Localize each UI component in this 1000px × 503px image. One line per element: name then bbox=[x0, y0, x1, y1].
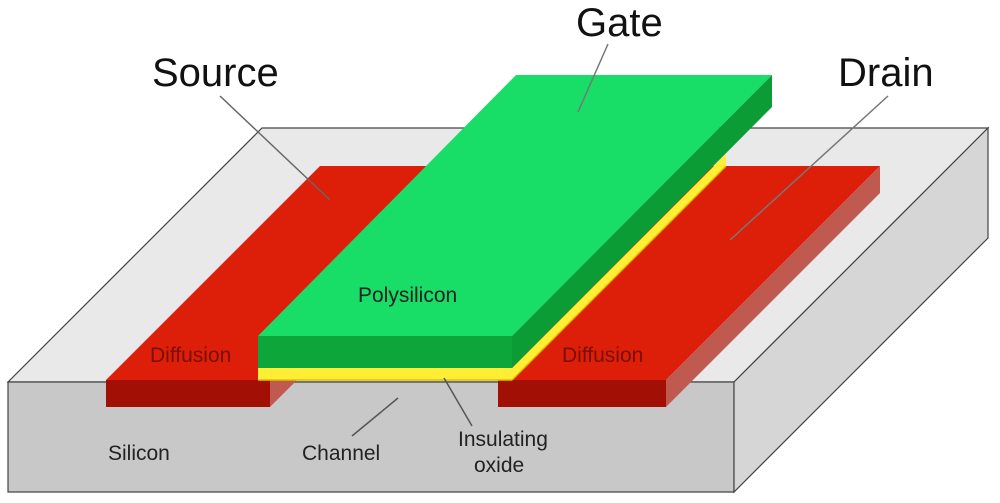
drain-diffusion-front bbox=[498, 380, 666, 407]
drain-diffusion-label: Diffusion bbox=[562, 344, 643, 367]
silicon-label: Silicon bbox=[108, 442, 170, 465]
polysilicon-label: Polysilicon bbox=[358, 284, 457, 307]
oxide-front bbox=[258, 368, 512, 380]
source-leader-line bbox=[219, 95, 331, 201]
insulating-oxide-label-line2: oxide bbox=[474, 454, 524, 477]
gate-side-face bbox=[512, 75, 772, 368]
drain-diffusion-side bbox=[666, 166, 880, 407]
drain-diffusion-top bbox=[498, 166, 880, 380]
drain-label: Drain bbox=[838, 51, 934, 95]
gate-front-face bbox=[258, 336, 512, 368]
source-label: Source bbox=[152, 51, 279, 95]
oxide-side bbox=[512, 154, 726, 380]
gate-top-face bbox=[258, 75, 772, 336]
oxide-leader-line bbox=[443, 377, 473, 427]
channel-label: Channel bbox=[302, 442, 380, 465]
channel-leader-line bbox=[351, 397, 399, 437]
drain-leader-line bbox=[729, 95, 889, 241]
silicon-side-face bbox=[733, 126, 989, 494]
gate-label: Gate bbox=[576, 1, 663, 45]
insulating-oxide-label-line1: Insulating bbox=[458, 428, 548, 451]
source-diffusion-label: Diffusion bbox=[150, 344, 231, 367]
oxide-side-edge bbox=[511, 165, 727, 381]
gate-leader-line bbox=[577, 43, 609, 113]
source-diffusion-front bbox=[106, 380, 270, 407]
